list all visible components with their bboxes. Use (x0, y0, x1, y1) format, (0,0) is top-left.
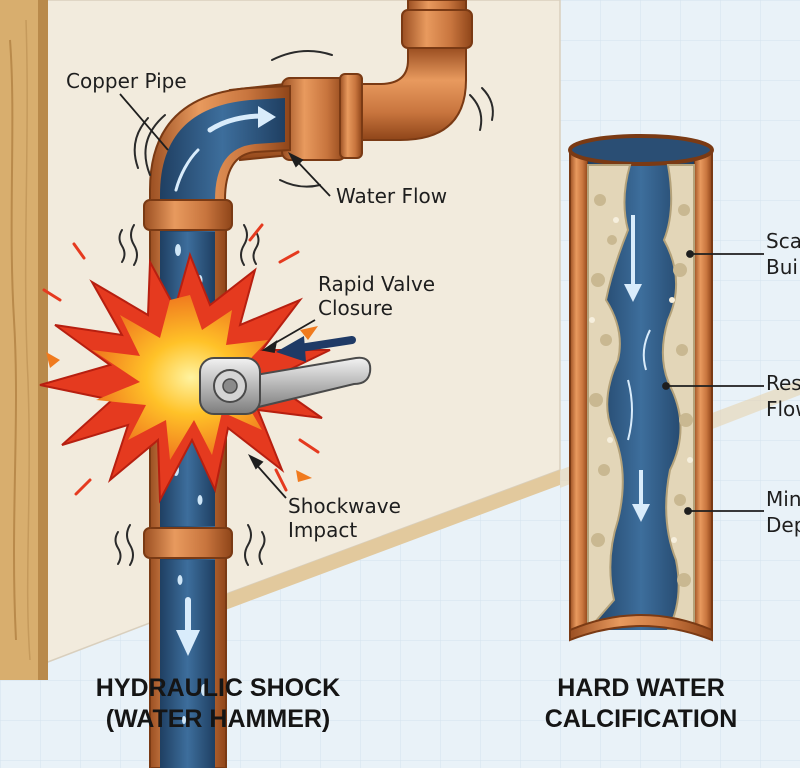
label-valve-closure-line1: Rapid Valve (318, 272, 435, 296)
shockwave-explosion (39, 223, 331, 504)
label-restricted-flow-line1: Res (766, 371, 800, 395)
leader-shockwave (253, 461, 287, 499)
label-mineral-deposits-line2: Dep (766, 513, 800, 537)
wooden-stud (0, 0, 48, 680)
valve-closure-arrow (276, 336, 356, 362)
title-hydraulic-shock-line1: HYDRAULIC SHOCK (96, 674, 340, 702)
label-shockwave-line2: Impact (288, 518, 357, 542)
label-shockwave-line1: Shockwave (288, 494, 401, 518)
label-restricted-flow-line2: Flow (766, 397, 800, 421)
leader-valve-closure (269, 319, 316, 347)
calcified-pipe (568, 134, 714, 642)
leader-copper-pipe (119, 93, 169, 151)
label-valve-closure-line2: Closure (318, 296, 393, 320)
water-flow-arrows (174, 106, 276, 656)
label-scale-buildup-line2: Bui (766, 255, 798, 279)
label-scale-buildup-line1: Sca (766, 229, 800, 253)
label-mineral-deposits-line1: Min (766, 487, 800, 511)
label-copper-pipe: Copper Pipe (66, 69, 187, 93)
title-hydraulic-shock-line2: (WATER HAMMER) (106, 705, 331, 733)
leader-water-flow (295, 159, 331, 197)
label-water-flow: Water Flow (336, 184, 447, 208)
title-hard-water-line2: CALCIFICATION (545, 705, 738, 733)
valve-handle (199, 356, 372, 415)
title-hard-water-line1: HARD WATER (557, 674, 725, 702)
vibration-marks (114, 50, 494, 566)
